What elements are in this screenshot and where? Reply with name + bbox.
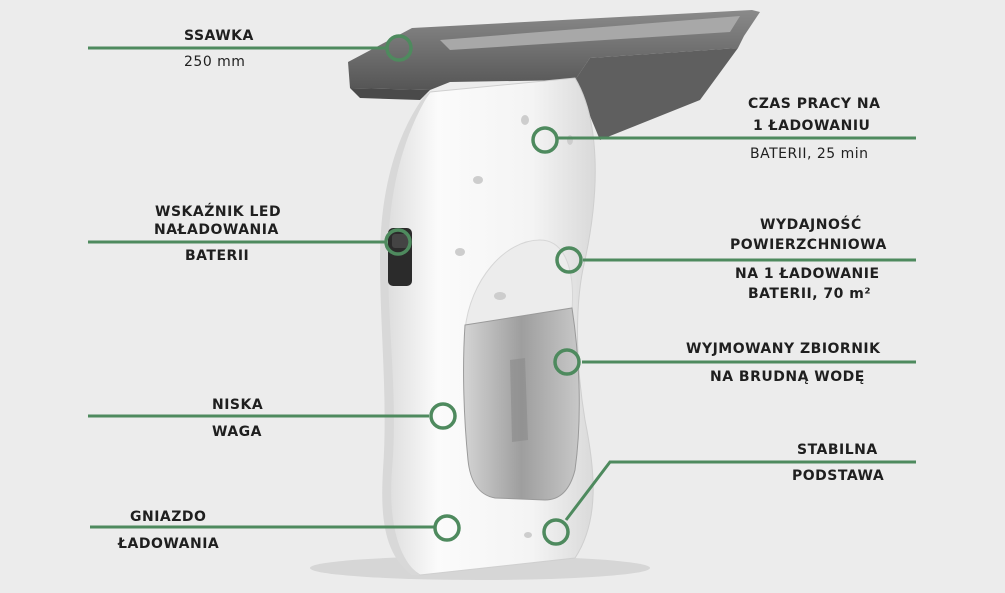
tank-label-line2: NA BRUDNĄ WODĘ	[710, 369, 865, 385]
marker-surface	[555, 246, 583, 274]
runtime-label-line3: BATERII, 25 min	[750, 146, 869, 162]
surface-label-line3: NA 1 ŁADOWANIE	[735, 266, 880, 282]
led-label-line3: BATERII	[185, 248, 250, 264]
socket-label-line1: GNIAZDO	[130, 509, 207, 525]
nozzle-label-line2: 250 mm	[184, 54, 246, 70]
marker-weight	[429, 402, 457, 430]
marker-socket	[433, 514, 461, 542]
led-label-line2: NAŁADOWANIA	[154, 222, 279, 238]
weight-label-line2: WAGA	[212, 424, 262, 440]
runtime-label-line2: 1 ŁADOWANIU	[753, 118, 871, 134]
squeegee-nozzle	[348, 10, 760, 140]
led-label-line1: WSKAŹNIK LED	[155, 204, 282, 220]
runtime-label-line1: CZAS PRACY NA	[748, 96, 881, 112]
handle-opening	[464, 239, 574, 331]
callout-markers	[384, 34, 583, 546]
surface-label-line4: BATERII, 70 m²	[748, 286, 871, 302]
nozzle-label-line1: SSAWKA	[184, 28, 254, 44]
tank-label-line1: WYJMOWANY ZBIORNIK	[686, 341, 881, 357]
base-label-line2: PODSTAWA	[792, 468, 885, 484]
marker-tank	[553, 348, 581, 376]
marker-runtime	[531, 126, 559, 154]
socket-label-line2: ŁADOWANIA	[118, 536, 220, 552]
marker-base	[542, 518, 570, 546]
callout-lines	[88, 46, 916, 529]
surface-label-line1: WYDAJNOŚĆ	[760, 217, 862, 233]
surface-label-line2: POWIERZCHNIOWA	[730, 237, 887, 253]
base-label-line1: STABILNA	[797, 442, 878, 458]
weight-label-line1: NISKA	[212, 397, 264, 413]
marker-nozzle	[385, 34, 413, 62]
marker-led	[384, 228, 412, 256]
